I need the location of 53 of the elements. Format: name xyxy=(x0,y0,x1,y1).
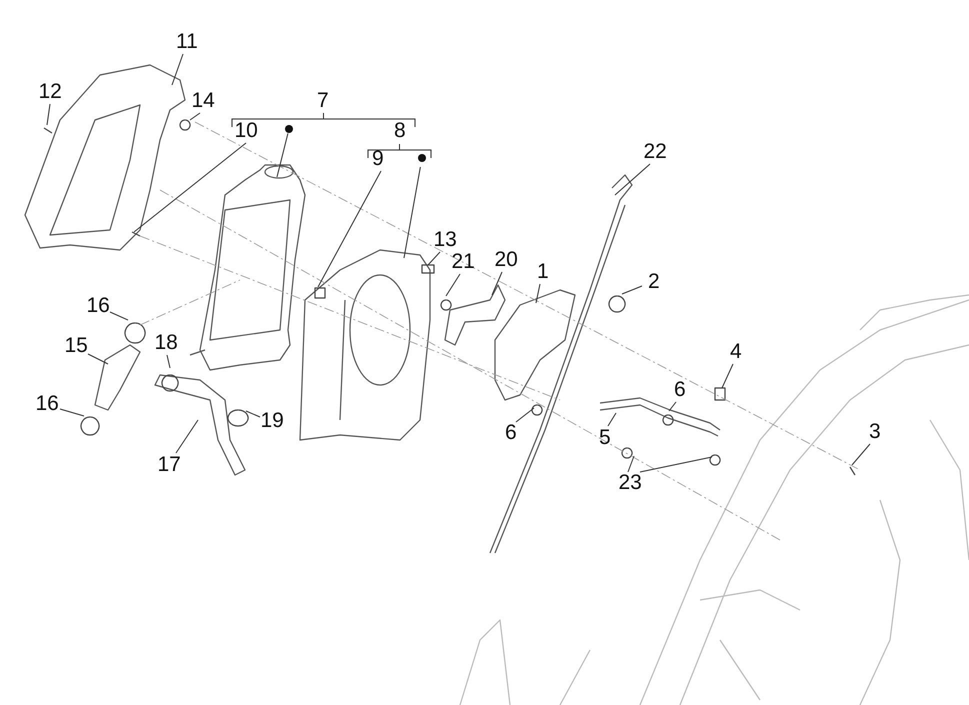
leader-line xyxy=(852,444,870,466)
callout-number: 20 xyxy=(494,249,518,271)
leader-line xyxy=(276,132,288,178)
leader-line xyxy=(190,112,200,120)
leader-line xyxy=(668,402,676,412)
leader-line xyxy=(166,354,170,368)
callout-number: 21 xyxy=(452,251,475,273)
callout-number: 13 xyxy=(434,229,457,251)
leader-line xyxy=(110,312,128,320)
leader-line xyxy=(176,420,198,454)
callout-number: 11 xyxy=(176,31,198,53)
callout-number: 17 xyxy=(158,454,181,476)
leader-line xyxy=(60,408,84,416)
callout-number: 23 xyxy=(618,472,642,494)
leader-line xyxy=(318,170,382,288)
callout-number: 7 xyxy=(317,90,329,112)
callout-number: 12 xyxy=(38,81,62,103)
leader-line xyxy=(608,412,616,426)
callout-number: 6 xyxy=(505,422,517,444)
leader-line xyxy=(172,54,184,86)
leader-line xyxy=(516,408,534,422)
callout-number: 1 xyxy=(537,261,549,283)
callout-number: 5 xyxy=(599,427,611,449)
callout-number: 16 xyxy=(86,295,110,317)
leader-line xyxy=(536,284,540,304)
leader-dot xyxy=(418,154,426,162)
leader-line xyxy=(404,166,421,258)
callout-number: 8 xyxy=(394,120,406,142)
leader-line xyxy=(640,456,712,472)
callout-number: 4 xyxy=(730,341,742,363)
leader-line xyxy=(722,364,734,388)
callout-number: 6 xyxy=(674,379,686,401)
callout-number: 19 xyxy=(260,410,284,432)
leader-line xyxy=(46,104,50,126)
callout-number: 2 xyxy=(648,271,660,293)
leader-line xyxy=(622,286,642,294)
leader-dot xyxy=(285,125,293,133)
callout-number: 3 xyxy=(869,421,881,443)
leader-line xyxy=(134,142,246,232)
callout-number: 18 xyxy=(154,332,178,354)
callout-number: 14 xyxy=(192,90,215,112)
leader-line xyxy=(246,410,260,418)
leader-line xyxy=(614,164,650,196)
callout-number: 10 xyxy=(234,120,258,142)
leader-line xyxy=(628,456,634,472)
callout-number: 22 xyxy=(644,141,667,163)
leader-line xyxy=(88,354,108,364)
leader-line xyxy=(428,252,440,266)
leader-line xyxy=(492,272,502,296)
callout-number: 15 xyxy=(64,335,88,357)
callout-number: 9 xyxy=(372,148,384,170)
leader-line xyxy=(446,274,460,296)
callout-number: 16 xyxy=(36,393,59,415)
